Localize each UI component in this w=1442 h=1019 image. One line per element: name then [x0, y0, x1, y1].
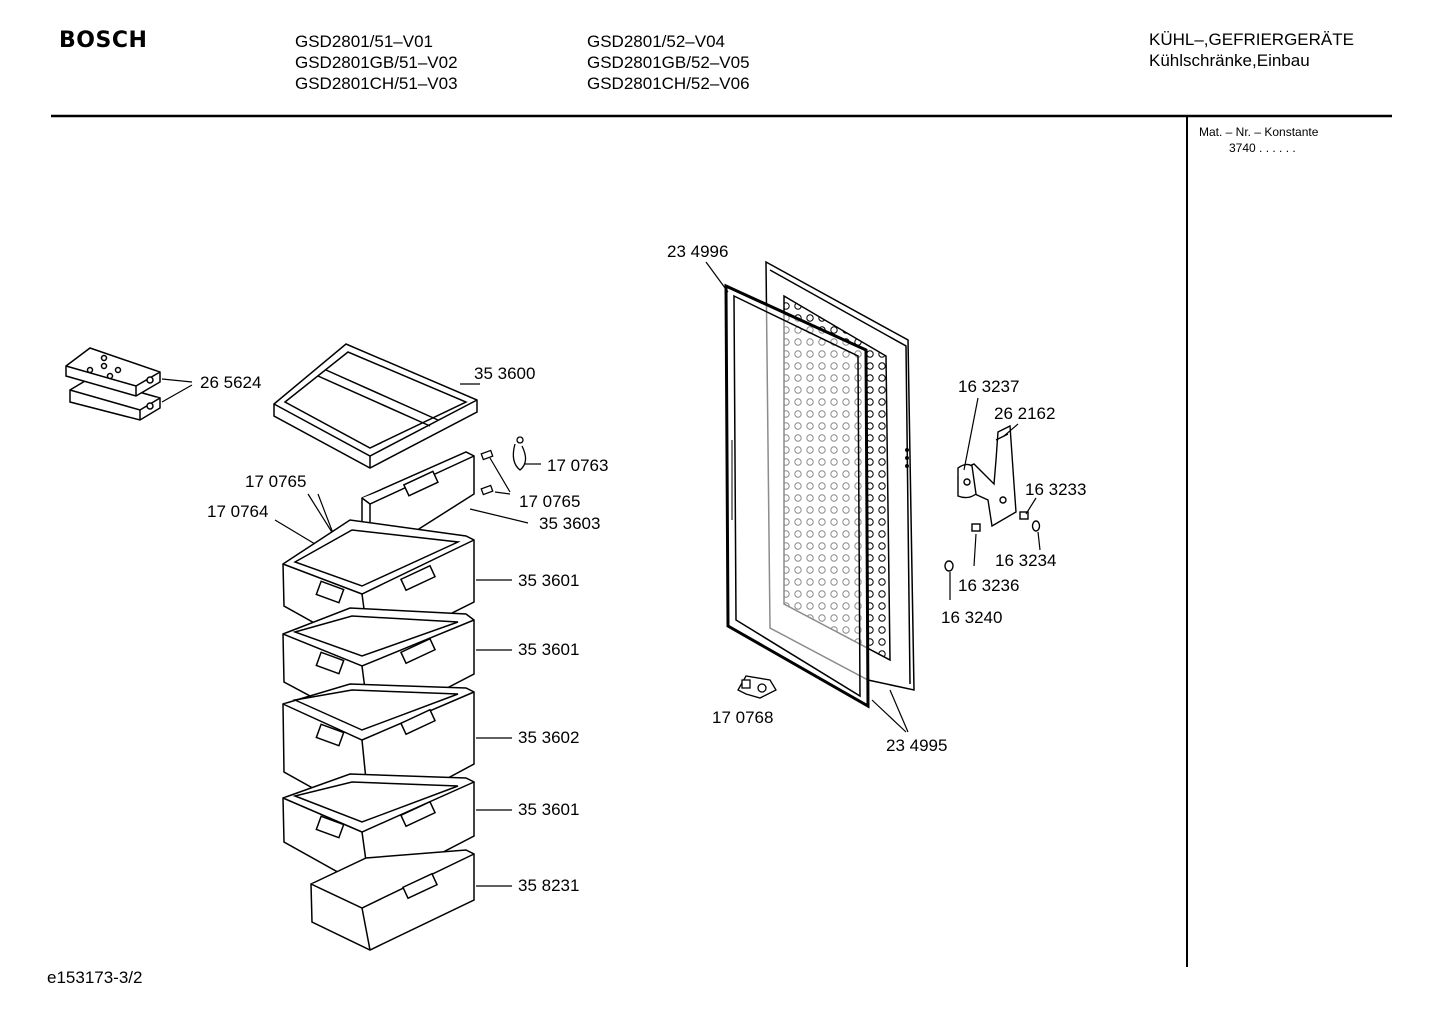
model-list-1: GSD2801/51–V01 GSD2801GB/51–V02 GSD2801C…	[295, 31, 458, 94]
part-label: 16 3233	[1025, 480, 1087, 499]
drawer-icon	[282, 519, 475, 951]
category: KÜHL–,GEFRIERGERÄTE Kühlschränke,Einbau	[1149, 29, 1354, 71]
part-label: 35 3603	[539, 514, 601, 533]
drawing-id: e153173-3/2	[47, 968, 143, 987]
tray-icon	[273, 343, 478, 469]
part-label: 23 4995	[886, 736, 948, 755]
part-label: 16 3240	[941, 608, 1003, 627]
part-label: 23 4996	[667, 242, 729, 261]
category-line-1: KÜHL–,GEFRIERGERÄTE	[1149, 30, 1354, 49]
part-label: 35 8231	[518, 876, 580, 895]
part-label: 17 0763	[547, 456, 609, 475]
brand-logo: BOSCH	[59, 28, 148, 53]
model-list-2: GSD2801/52–V04 GSD2801GB/52–V05 GSD2801C…	[587, 31, 750, 94]
door-icon	[724, 260, 915, 709]
part-label: 35 3601	[518, 571, 580, 590]
mat-value: 3740 . . . . . .	[1229, 141, 1296, 155]
model-item: GSD2801GB/52–V05	[587, 53, 750, 72]
hinge-icon	[944, 424, 1041, 572]
part-label: 16 3234	[995, 551, 1057, 570]
category-line-2: Kühlschränke,Einbau	[1149, 51, 1310, 70]
part-label: 26 5624	[200, 373, 262, 392]
part-label: 17 0768	[712, 708, 774, 727]
model-item: GSD2801CH/52–V06	[587, 74, 750, 93]
model-item: GSD2801GB/51–V02	[295, 53, 458, 72]
part-label: 17 0765	[245, 472, 307, 491]
ice-pack-icon	[65, 347, 161, 421]
part-label: 35 3602	[518, 728, 580, 747]
model-item: GSD2801/52–V04	[587, 32, 725, 51]
part-label: 35 3601	[518, 800, 580, 819]
model-item: GSD2801/51–V01	[295, 32, 433, 51]
part-label: 35 3601	[518, 640, 580, 659]
part-label: 16 3237	[958, 377, 1020, 396]
part-label: 17 0764	[207, 502, 269, 521]
part-label: 26 2162	[994, 404, 1056, 423]
clip-icon	[480, 436, 527, 496]
part-label: 17 0765	[519, 492, 581, 511]
door-stop-icon	[737, 675, 777, 699]
part-label: 35 3600	[474, 364, 536, 383]
model-item: GSD2801CH/51–V03	[295, 74, 458, 93]
part-label: 16 3236	[958, 576, 1020, 595]
mat-label: Mat. – Nr. – Konstante	[1199, 125, 1319, 139]
